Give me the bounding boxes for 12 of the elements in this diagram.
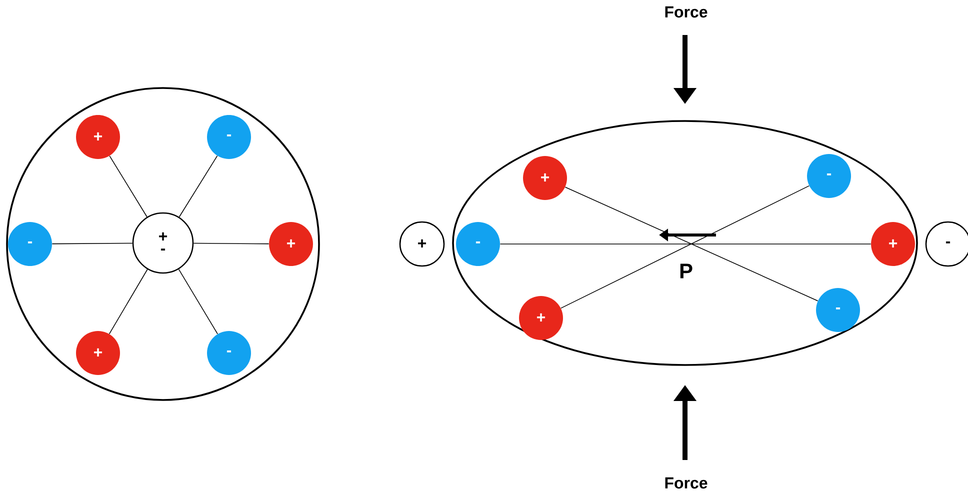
connector-line: [193, 242, 270, 244]
text-label: Force: [665, 477, 708, 489]
connector-line: [52, 242, 133, 244]
connector-line: [109, 156, 148, 218]
neutral-center: + -: [132, 212, 194, 274]
connector-line: [108, 269, 148, 334]
ellipse-outline: [452, 120, 918, 366]
text-label: Force: [665, 6, 708, 18]
circle-outline: [6, 87, 320, 401]
connector-line: [178, 268, 218, 334]
connector-line: [178, 155, 218, 218]
text-label: P: [680, 264, 692, 278]
